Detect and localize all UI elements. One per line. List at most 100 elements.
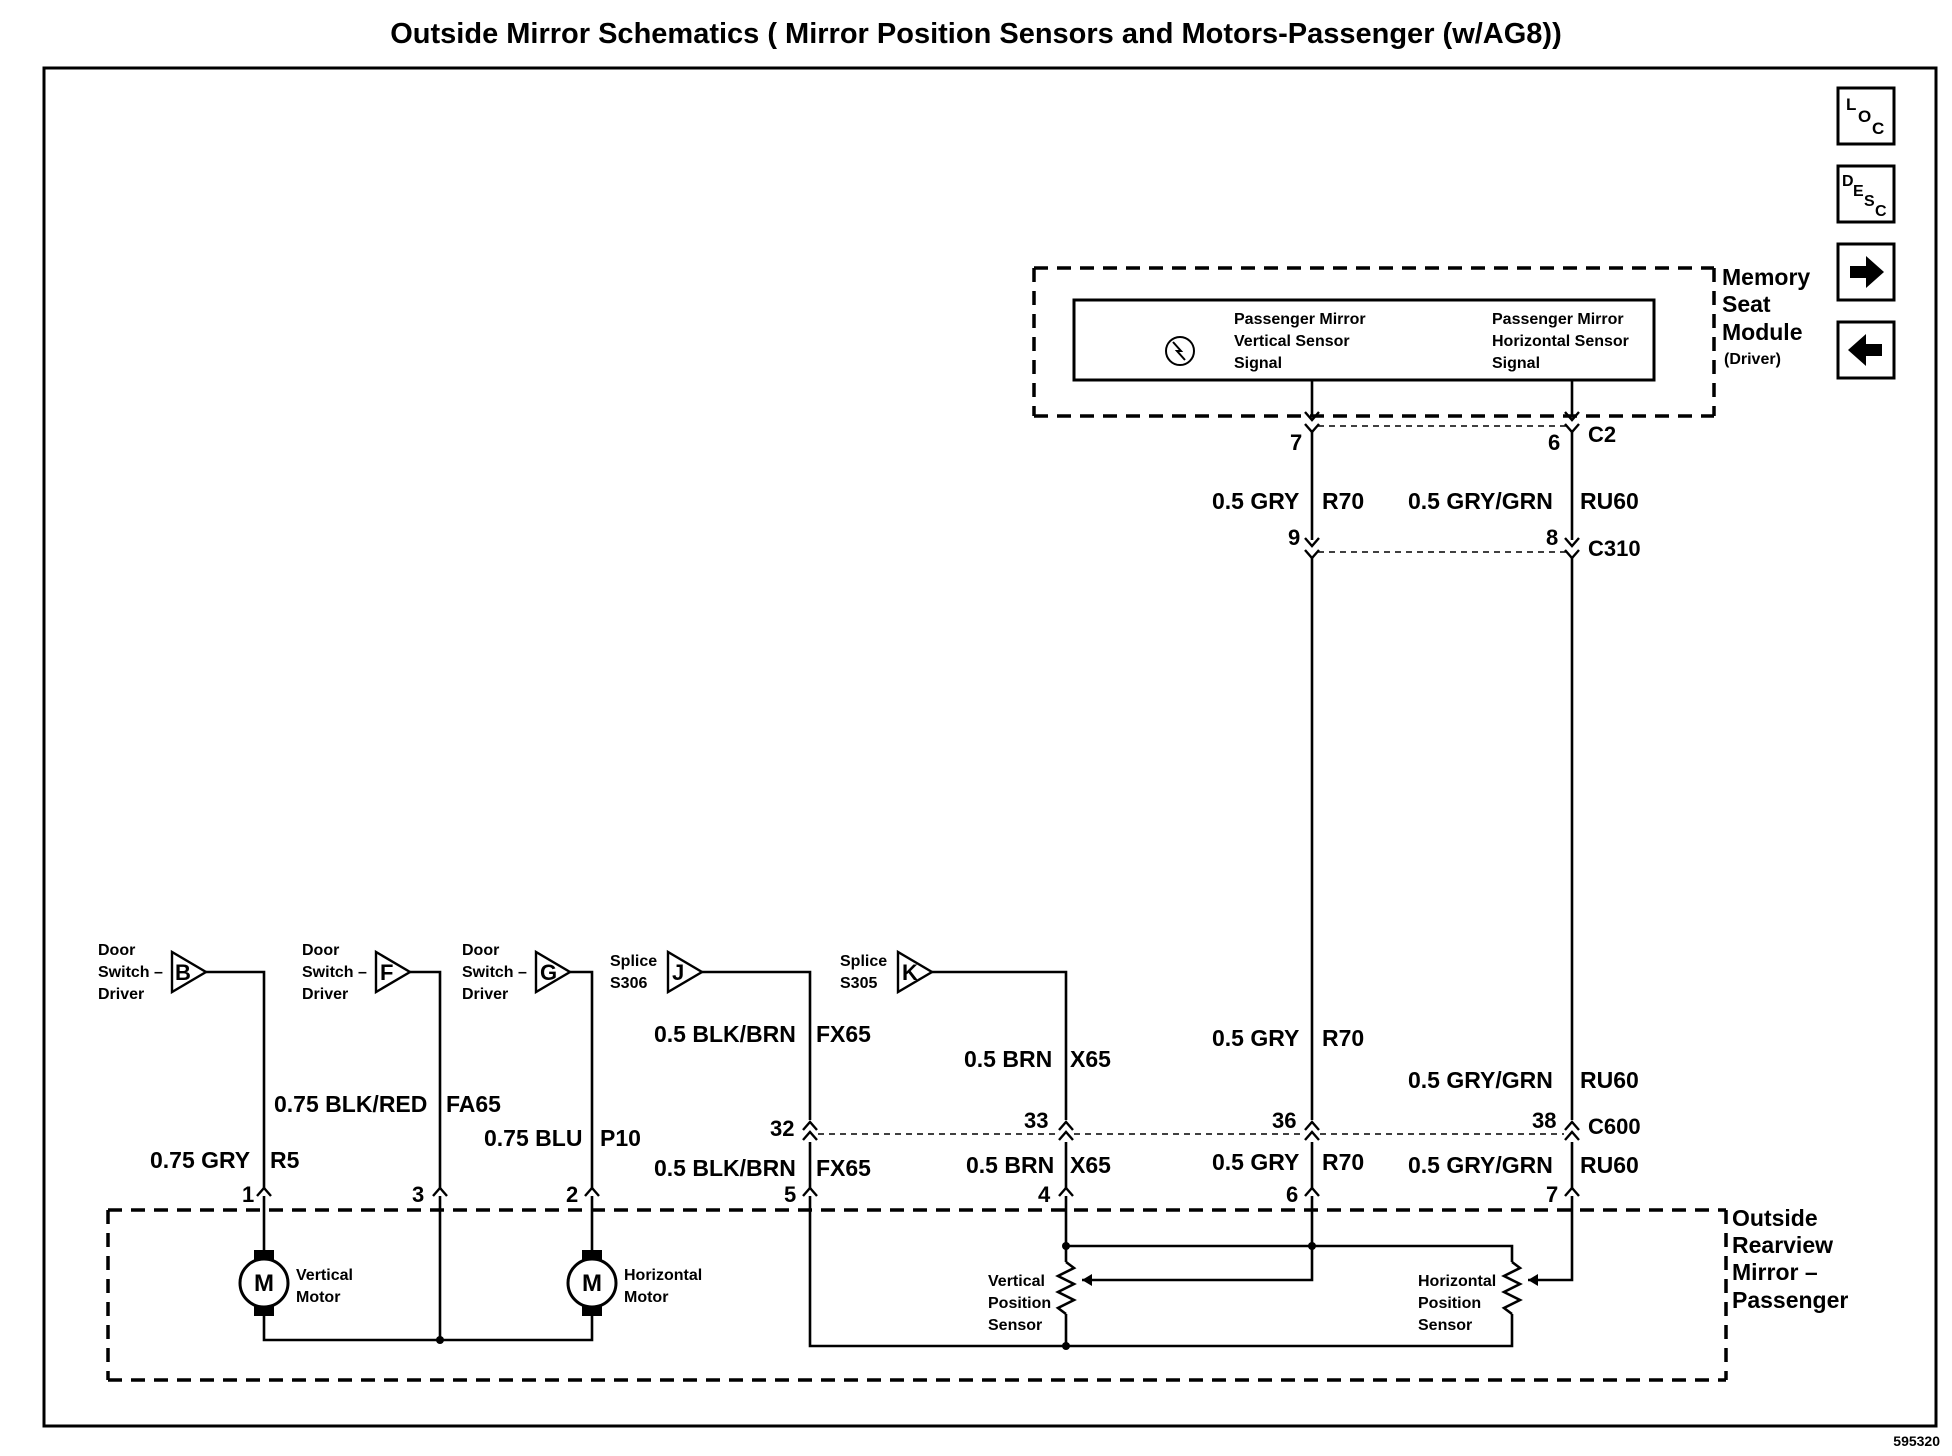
wire-label-brn-lower: 0.5 BRN	[966, 1152, 1054, 1178]
c600-pin-32: 32	[770, 1116, 794, 1141]
svg-text:Splice: Splice	[840, 953, 887, 970]
vertical-sensor-label-3: Sensor	[988, 1317, 1042, 1334]
svg-text:E: E	[1853, 183, 1864, 200]
memory-seat-module: Passenger Mirror Vertical Sensor Signal …	[1032, 264, 1810, 418]
wire-circuit-ru60-upper: RU60	[1580, 488, 1639, 514]
svg-text:J: J	[672, 960, 684, 985]
horizontal-signal-line-2: Horizontal Sensor	[1492, 333, 1629, 350]
wire-label-gry-lower: 0.5 GRY	[1212, 1149, 1299, 1175]
wire-circuit-ru60-mid: RU60	[1580, 1067, 1639, 1093]
mirror-pin-6: 6	[1286, 1182, 1298, 1207]
module-name-line-1: Memory	[1722, 264, 1810, 290]
svg-text:Door: Door	[302, 942, 339, 959]
svg-text:B: B	[175, 960, 191, 985]
connector-c600: 32 33 36 38 C600	[770, 1108, 1641, 1141]
svg-text:C: C	[1872, 119, 1884, 138]
svg-text:Switch –: Switch –	[462, 964, 527, 981]
svg-text:K: K	[902, 960, 918, 985]
wire-circuit-x65-lower: X65	[1070, 1152, 1111, 1178]
svg-text:Door: Door	[98, 942, 135, 959]
diagram-title: Outside Mirror Schematics ( Mirror Posit…	[390, 18, 1562, 50]
mirror-connector: 1 3 2 5 4 6 7	[242, 1182, 1580, 1207]
mirror-pin-5: 5	[784, 1182, 796, 1207]
source-door-switch-f: F Door Switch – Driver	[302, 942, 442, 1188]
wire-label-blkred: 0.75 BLK/RED	[274, 1091, 427, 1117]
wire-circuit-x65-upper: X65	[1070, 1046, 1111, 1072]
horizontal-motor-icon: M	[566, 1250, 618, 1316]
wire-circuit-r5: R5	[270, 1147, 300, 1173]
wire-label-gry-r5: 0.75 GRY	[150, 1147, 250, 1173]
source-splice-s305: K Splice S305	[840, 949, 1068, 1120]
wire-label-grygrn-lower: 0.5 GRY/GRN	[1408, 1152, 1553, 1178]
wire-label-grygrn-upper: 0.5 GRY/GRN	[1408, 488, 1553, 514]
vertical-motor-label-1: Vertical	[296, 1267, 353, 1284]
wire-label-blkbrn-upper: 0.5 BLK/BRN	[654, 1021, 796, 1047]
svg-text:Door: Door	[462, 942, 499, 959]
svg-text:G: G	[540, 960, 557, 985]
c600-pin-33: 33	[1024, 1108, 1048, 1133]
wire-label-gry-upper: 0.5 GRY	[1212, 488, 1299, 514]
svg-text:Driver: Driver	[98, 986, 144, 1003]
module-name-line-3: Module	[1722, 319, 1803, 345]
wire-circuit-r70-mid: R70	[1322, 1025, 1364, 1051]
horizontal-signal-line-1: Passenger Mirror	[1492, 311, 1624, 328]
wire-circuit-fx65-upper: FX65	[816, 1021, 871, 1047]
c2-pin-6: 6	[1548, 430, 1560, 455]
mirror-pin-4: 4	[1038, 1182, 1051, 1207]
svg-text:Outside: Outside	[1732, 1205, 1818, 1231]
source-splice-s306: J Splice S306	[610, 949, 812, 1120]
arrow-left-icon[interactable]	[1836, 320, 1896, 380]
vertical-sensor-label-2: Position	[988, 1295, 1051, 1312]
horizontal-signal-line-3: Signal	[1492, 355, 1540, 372]
svg-text:Mirror –: Mirror –	[1732, 1259, 1818, 1285]
figure-number: 595320	[1893, 1433, 1940, 1449]
c600-label: C600	[1588, 1114, 1641, 1139]
mirror-pin-7: 7	[1546, 1182, 1558, 1207]
svg-text:M: M	[582, 1270, 602, 1297]
module-name-line-2: Seat	[1722, 291, 1771, 317]
svg-text:F: F	[380, 960, 393, 985]
wire-label-brn-upper: 0.5 BRN	[964, 1046, 1052, 1072]
c600-pin-38: 38	[1532, 1108, 1556, 1133]
svg-text:S306: S306	[610, 975, 647, 992]
svg-text:M: M	[254, 1270, 274, 1297]
vertical-sensor-label-1: Vertical	[988, 1273, 1045, 1290]
c310-pin-8: 8	[1546, 525, 1558, 550]
horizontal-position-sensor-icon	[1501, 1196, 1574, 1316]
horizontal-sensor-label-1: Horizontal	[1418, 1273, 1496, 1290]
vertical-signal-line-3: Signal	[1234, 355, 1282, 372]
horizontal-motor-label-2: Motor	[624, 1289, 668, 1306]
svg-text:Rearview: Rearview	[1732, 1232, 1833, 1258]
outside-rearview-mirror: Outside Rearview Mirror – Passenger	[106, 1205, 1848, 1382]
horizontal-sensor-label-2: Position	[1418, 1295, 1481, 1312]
vertical-motor-label-2: Motor	[296, 1289, 340, 1306]
wire-circuit-p10: P10	[600, 1125, 641, 1151]
desc-icon[interactable]: D E S C	[1836, 164, 1896, 224]
arrow-right-icon[interactable]	[1836, 242, 1896, 302]
svg-text:Driver: Driver	[302, 986, 348, 1003]
svg-text:S: S	[1864, 193, 1875, 210]
svg-text:Switch –: Switch –	[302, 964, 367, 981]
svg-text:C: C	[1875, 203, 1887, 220]
svg-text:S305: S305	[840, 975, 877, 992]
svg-text:Passenger: Passenger	[1732, 1287, 1848, 1313]
wire-label-grygrn-mid: 0.5 GRY/GRN	[1408, 1067, 1553, 1093]
vertical-signal-line-2: Vertical Sensor	[1234, 333, 1350, 350]
c310-label: C310	[1588, 536, 1641, 561]
svg-text:L: L	[1846, 95, 1856, 114]
vertical-motor-icon: M	[238, 1250, 290, 1316]
wire-circuit-fa65: FA65	[446, 1091, 501, 1117]
wire-circuit-ru60-lower: RU60	[1580, 1152, 1639, 1178]
wire-circuit-r70-upper: R70	[1322, 488, 1364, 514]
wire-label-blkbrn-lower: 0.5 BLK/BRN	[654, 1155, 796, 1181]
wire-label-gry-mid: 0.5 GRY	[1212, 1025, 1299, 1051]
loc-icon[interactable]: L O C	[1836, 86, 1896, 146]
wire-circuit-fx65-lower: FX65	[816, 1155, 871, 1181]
mirror-pin-1: 1	[242, 1182, 254, 1207]
svg-text:Splice: Splice	[610, 953, 657, 970]
vertical-position-sensor-icon	[1055, 1196, 1514, 1348]
c600-pin-36: 36	[1272, 1108, 1296, 1133]
horizontal-motor-label-1: Horizontal	[624, 1267, 702, 1284]
horizontal-sensor-label-3: Sensor	[1418, 1317, 1472, 1334]
module-sub: (Driver)	[1724, 351, 1781, 368]
